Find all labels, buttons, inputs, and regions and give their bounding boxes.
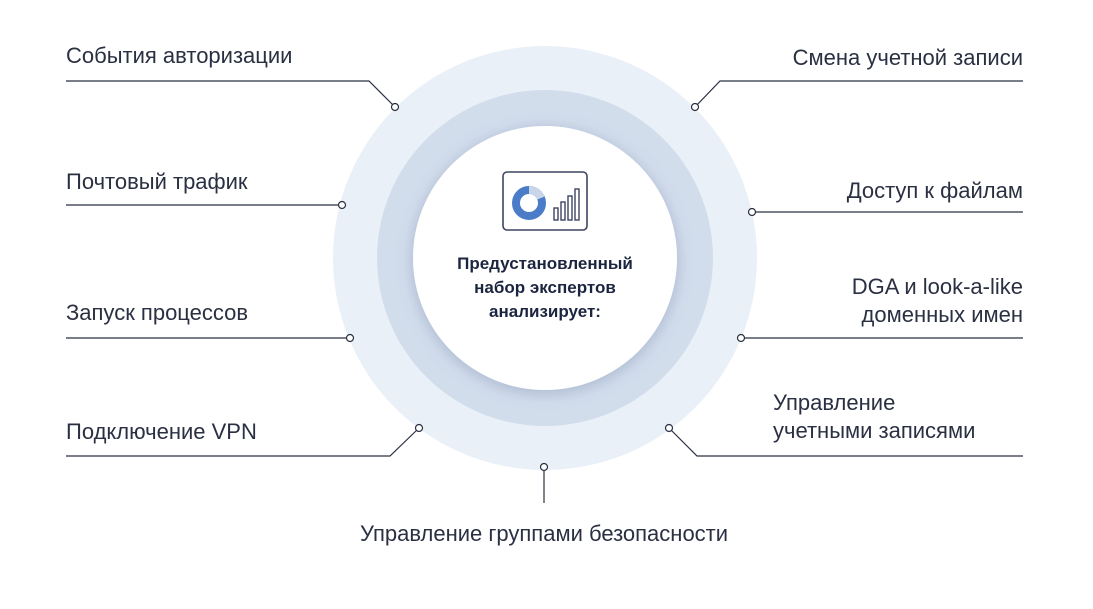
connector-security-groups — [539, 462, 549, 503]
connector-account-change — [690, 80, 1023, 112]
dashboard-chart-icon — [502, 171, 588, 231]
connector-account-management — [664, 423, 1023, 457]
connector-process-launch — [66, 333, 355, 343]
label-account-management: Управление учетными записями — [773, 389, 975, 445]
center-title-line-3: анализирует: — [489, 302, 601, 321]
label-mail-traffic: Почтовый трафик — [66, 169, 248, 194]
label-process-launch: Запуск процессов — [66, 300, 249, 325]
label-dga-lookalike: DGA и look-a-like доменных имен — [852, 273, 1023, 329]
connector-vpn — [66, 423, 424, 457]
connector-auth-events — [66, 80, 400, 112]
center-circle — [413, 126, 677, 390]
label-account-change: Смена учетной записи — [792, 45, 1023, 70]
center-title: Предустановленный набор экспертов анализ… — [423, 252, 667, 324]
label-vpn-connection: Подключение VPN — [66, 419, 257, 444]
center-title-line-1: Предустановленный — [457, 254, 633, 273]
label-account-management-line-2: учетными записями — [773, 418, 976, 443]
label-account-management-line-1: Управление — [773, 390, 896, 415]
connector-file-access — [747, 207, 1023, 217]
connector-dga — [736, 333, 1023, 343]
label-dga-line-1: DGA и look-a-like — [851, 274, 1023, 299]
label-dga-line-2: доменных имен — [861, 302, 1023, 327]
center-title-line-2: набор экспертов — [474, 278, 616, 297]
label-auth-events: События авторизации — [66, 43, 293, 68]
connector-mail-traffic — [66, 200, 347, 210]
label-security-groups: Управление группами безопасности — [359, 521, 729, 546]
label-file-access: Доступ к файлам — [846, 178, 1023, 203]
